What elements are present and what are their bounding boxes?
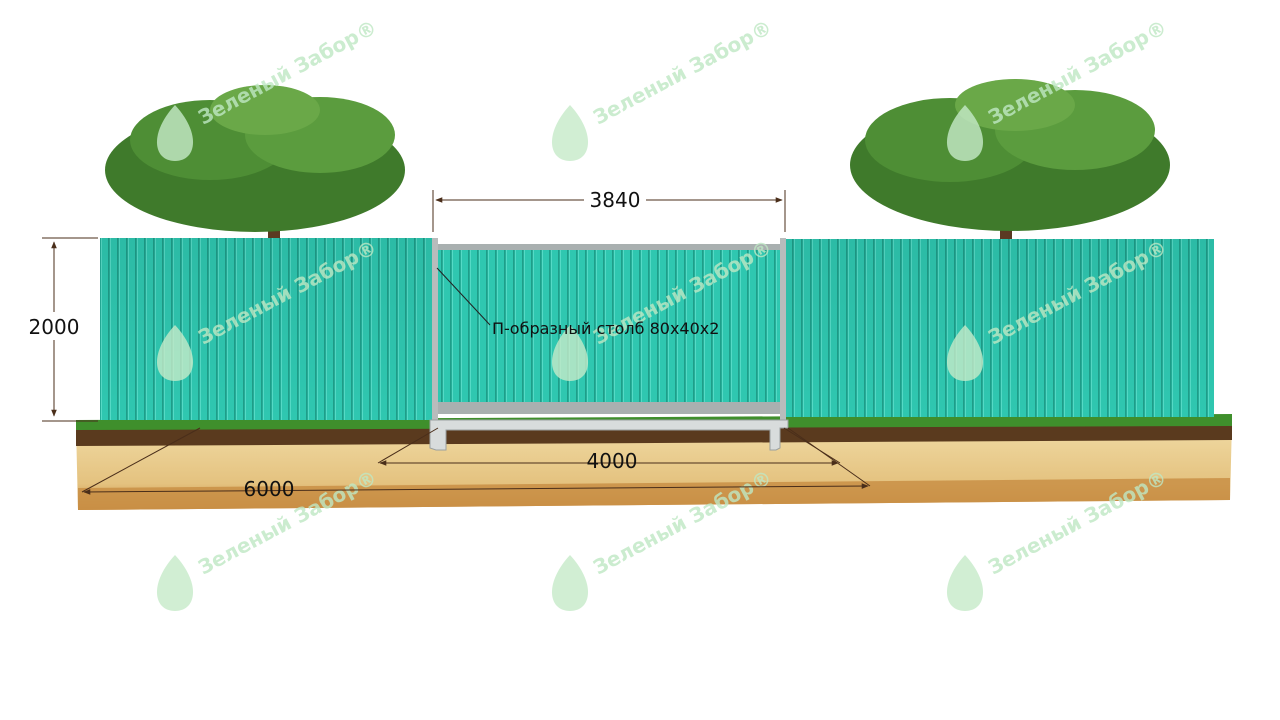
fence <box>100 238 1214 451</box>
watermark-brand-text: Зеленый Забор® <box>589 15 776 129</box>
extension-line <box>377 427 439 464</box>
label-backdrop <box>584 186 646 212</box>
brand-watermark: Зеленый Забор® <box>551 15 776 161</box>
dimension-label-opening-width: 4000 <box>587 449 638 473</box>
leaf-logo-icon <box>946 555 984 611</box>
tree-left <box>105 85 405 240</box>
leaf-logo-icon <box>551 555 589 611</box>
leaf-logo-icon <box>156 325 194 381</box>
leaf-logo-icon <box>946 325 984 381</box>
leaf-logo-icon <box>551 105 589 161</box>
fence-panel-right-shade <box>786 239 1214 417</box>
tree-crown-top <box>210 85 320 135</box>
tree-crown-top <box>955 79 1075 131</box>
leader-line <box>436 267 491 326</box>
fence-panel-left-shade <box>100 238 434 420</box>
leaf-logo-icon <box>551 325 589 381</box>
dimension-label-gate-width: 3840 <box>590 188 641 212</box>
dimension-opening-width: 4000 <box>377 427 841 473</box>
dimension-fence-height: 2000 <box>24 237 98 422</box>
label-backdrop <box>24 312 84 340</box>
dimension-section-width: 6000 <box>81 427 871 501</box>
extension-line <box>81 427 201 493</box>
dimension-label-section-width: 6000 <box>244 477 295 501</box>
leaf-logo-icon <box>156 555 194 611</box>
leaf-logo-icon <box>156 105 194 161</box>
post-callout-label: П-образный столб 80х40х2 <box>492 319 719 338</box>
gate-panel <box>438 244 782 410</box>
post-callout: П-образный столб 80х40х2 <box>436 267 719 338</box>
u-post-right <box>780 238 786 428</box>
extension-line <box>787 427 871 487</box>
dimension-gate-width: 3840 <box>432 186 786 232</box>
leaf-logo-icon <box>946 105 984 161</box>
gate-frame-bottom <box>438 402 782 414</box>
gate-frame-top <box>438 244 782 250</box>
u-post-left <box>432 238 438 428</box>
dimension-label-fence-height: 2000 <box>29 315 80 339</box>
dimension-line <box>83 483 869 495</box>
